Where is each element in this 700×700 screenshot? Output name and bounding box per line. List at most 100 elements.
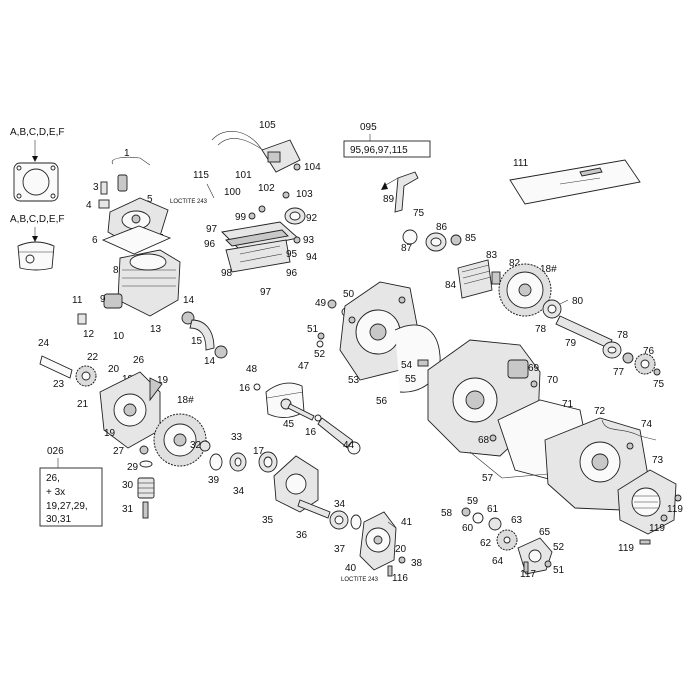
kit-026-line3: 19,27,29, <box>46 501 88 512</box>
callout-32: 32 <box>190 440 202 451</box>
callout-52-bottom: 52 <box>553 542 565 553</box>
callout-14-top: 14 <box>183 295 195 306</box>
sprocket <box>634 353 656 375</box>
callout-82: 82 <box>509 258 521 269</box>
callout-64: 64 <box>492 556 504 567</box>
callout-29: 29 <box>127 462 139 473</box>
callout-36: 36 <box>296 530 308 541</box>
callout-95: 95 <box>286 249 298 260</box>
arrow-head-icon <box>381 182 388 190</box>
kit-095-code: 095 <box>360 122 377 133</box>
seal <box>350 514 362 530</box>
callout-119-mid: 119 <box>649 523 665 534</box>
callout-16-left: 16 <box>239 383 251 394</box>
callout-20-bottom: 20 <box>395 544 407 555</box>
leader-line <box>469 451 549 479</box>
callout-18-left: 18# <box>177 395 194 406</box>
callout-97-left: 97 <box>206 224 218 235</box>
kit-026-code: 026 <box>47 446 64 457</box>
callout-78-right: 78 <box>617 330 629 341</box>
leader-line <box>559 299 569 305</box>
callout-15: 15 <box>191 336 203 347</box>
hose-clamp <box>181 311 195 325</box>
callout-97-bottom: 97 <box>260 287 272 298</box>
cylinder-gasket-outline <box>13 162 59 202</box>
callout-119-right: 119 <box>667 504 683 515</box>
callout-49: 49 <box>315 298 327 309</box>
callout-68: 68 <box>478 435 490 446</box>
kit-026-line1: 26, <box>46 473 60 484</box>
screw <box>660 514 668 522</box>
screw <box>544 560 552 568</box>
callout-35: 35 <box>262 515 274 526</box>
reed-valve-block <box>221 221 299 273</box>
arrow-head-icon <box>32 236 38 242</box>
head-gasket <box>101 225 172 255</box>
callout-40: 40 <box>345 563 357 574</box>
leader-line <box>206 183 215 199</box>
connecting-rod <box>317 417 361 455</box>
screw <box>317 332 325 340</box>
kit-026-line2: + 3x <box>46 487 65 498</box>
bearing-34-right <box>329 510 349 530</box>
breather-hose <box>601 419 657 441</box>
spacer <box>491 271 501 285</box>
callout-59: 59 <box>467 496 479 507</box>
callout-71: 71 <box>562 399 574 410</box>
callout-14-bottom: 14 <box>204 356 216 367</box>
callout-3: 3 <box>93 182 99 193</box>
callout-89: 89 <box>383 194 395 205</box>
leader-line <box>387 521 397 529</box>
callout-105: 105 <box>259 120 276 131</box>
screw <box>523 561 529 573</box>
callout-13: 13 <box>150 324 162 335</box>
bearing-78-top <box>542 299 562 319</box>
callout-19-right: 19 <box>157 375 169 386</box>
bearing-92 <box>284 207 306 225</box>
ignition-stator <box>359 511 397 571</box>
callout-50: 50 <box>343 289 355 300</box>
callout-56: 56 <box>376 396 388 407</box>
callout-75-top: 75 <box>413 208 425 219</box>
piston-pin <box>287 403 315 421</box>
callout-83: 83 <box>486 250 498 261</box>
callout-87: 87 <box>401 243 413 254</box>
washer <box>258 205 266 213</box>
callout-44: 44 <box>343 440 355 451</box>
callout-102: 102 <box>258 183 275 194</box>
callout-100: 100 <box>224 187 241 198</box>
screw <box>293 163 301 171</box>
circlip <box>314 414 322 422</box>
callout-60: 60 <box>462 523 474 534</box>
callout-39: 39 <box>208 475 220 486</box>
callout-11: 11 <box>72 295 83 306</box>
rotation-arrow <box>383 177 399 187</box>
kit-095-contents: 95,96,97,115 <box>350 145 408 156</box>
callout-77: 77 <box>613 367 625 378</box>
callout-48: 48 <box>246 364 258 375</box>
callout-58: 58 <box>441 508 453 519</box>
callout-80: 80 <box>572 296 584 307</box>
spark-plug-cable <box>111 156 151 192</box>
screw <box>282 191 290 199</box>
callout-31: 31 <box>122 504 134 515</box>
clutch-spring <box>137 477 155 499</box>
callout-103: 103 <box>296 189 313 200</box>
callout-38: 38 <box>411 558 423 569</box>
circlip <box>253 383 261 391</box>
kit-095-box <box>343 140 431 158</box>
callout-5: 5 <box>147 194 153 205</box>
callout-17: 17 <box>253 446 265 457</box>
dowel <box>489 434 497 442</box>
callout-69: 69 <box>528 363 540 374</box>
washer <box>472 512 484 524</box>
callout-57: 57 <box>482 473 494 484</box>
needle-bearing <box>199 440 211 452</box>
callout-111: 111 <box>513 158 529 169</box>
washer <box>209 453 223 471</box>
callout-92: 92 <box>306 213 318 224</box>
callout-21: 21 <box>77 399 89 410</box>
clutch-pressure-plate <box>75 365 97 387</box>
callout-20-left: 20 <box>108 364 120 375</box>
kit-026-line4: 30,31 <box>46 514 71 525</box>
